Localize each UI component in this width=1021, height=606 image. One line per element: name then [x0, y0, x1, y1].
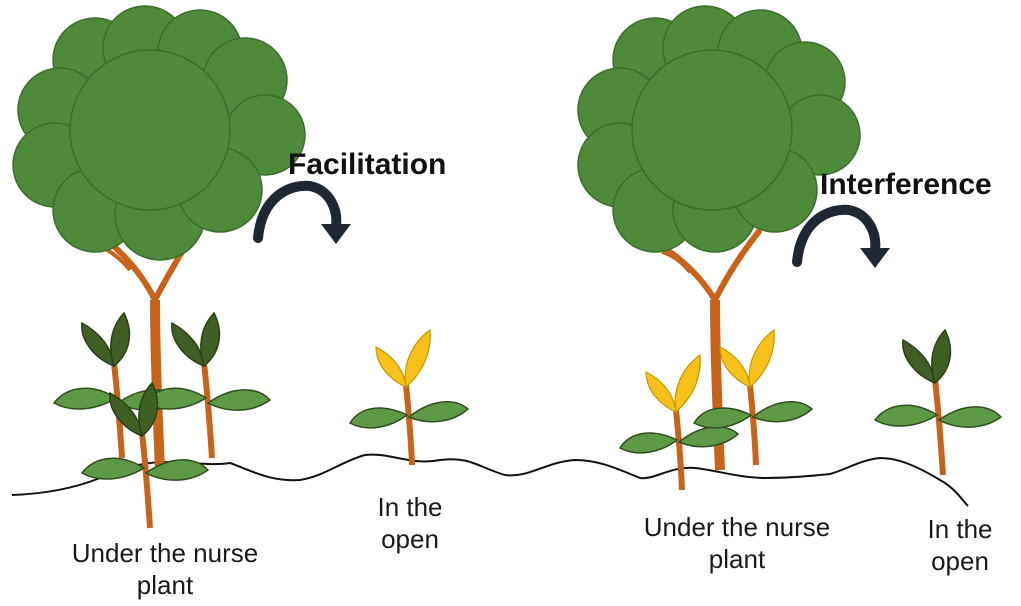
seedling-open-right	[875, 330, 1001, 475]
label-under-nurse-left: Under the nurse plant	[71, 538, 259, 600]
curved-arrow-icon	[253, 180, 351, 244]
curved-arrow-icon	[792, 204, 890, 268]
label-open-left: In the open	[377, 492, 443, 554]
label-open-right: In the open	[927, 514, 993, 576]
seedling-open-left	[350, 330, 468, 465]
nurse-tree-right	[577, 5, 861, 471]
label-under-nurse-right: Under the nurse plant	[643, 512, 831, 574]
nurse-tree-left	[12, 5, 306, 471]
interference-label: Interference	[820, 168, 992, 201]
facilitation-label: Facilitation	[288, 148, 447, 181]
